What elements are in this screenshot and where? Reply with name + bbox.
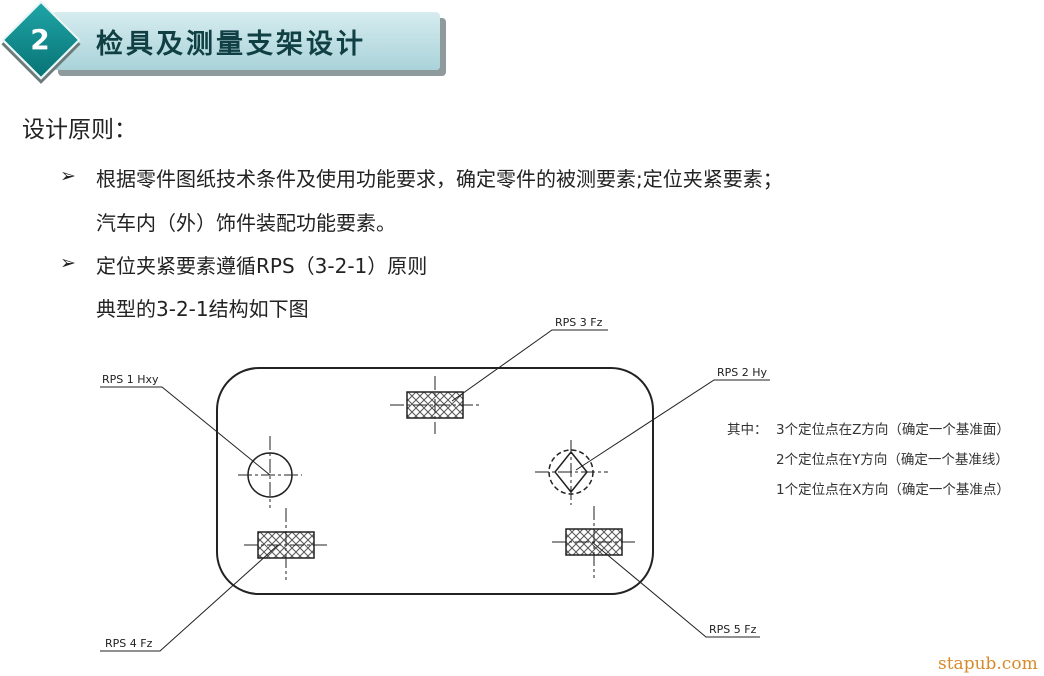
leader-rps5 xyxy=(591,541,760,638)
label-rps4: RPS 4 Fz xyxy=(105,637,153,650)
bullet-2-line-2: 典型的3-2-1结构如下图 xyxy=(96,297,309,321)
leader-rps3 xyxy=(451,329,608,402)
rps4-block xyxy=(244,508,328,580)
part-outline xyxy=(216,367,654,595)
section-header: 2 检具及测量支架设计 xyxy=(0,0,460,84)
bullet-arrow-icon: ➢ xyxy=(60,165,76,187)
watermark: stapub.com xyxy=(938,654,1038,674)
leader-rps1 xyxy=(100,386,271,476)
label-rps2: RPS 2 Hy xyxy=(717,366,768,379)
label-rps5: RPS 5 Fz xyxy=(709,623,757,636)
rps5-block xyxy=(552,506,636,578)
leader-rps2 xyxy=(575,379,770,471)
bullet-1-line-1: 根据零件图纸技术条件及使用功能要求，确定零件的被测要素;定位夹紧要素； xyxy=(96,167,783,191)
section-number: 2 xyxy=(30,23,50,56)
note-line-2: 2个定位点在Y方向（确定一个基准线） xyxy=(776,452,1009,468)
label-rps1: RPS 1 Hxy xyxy=(102,373,159,386)
label-rps3: RPS 3 Fz xyxy=(555,316,603,329)
note-line-3: 1个定位点在X方向（确定一个基准点） xyxy=(776,482,1010,498)
rps1-circle xyxy=(238,436,302,508)
rps3-block xyxy=(390,376,480,434)
header-band xyxy=(52,12,440,70)
leader-rps4 xyxy=(100,544,279,652)
rps2-diamond xyxy=(535,440,608,505)
bullet-2-line-1: 定位夹紧要素遵循RPS（3-2-1）原则 xyxy=(96,254,428,278)
section-label: 设计原则： xyxy=(22,117,137,143)
bullet-arrow-icon: ➢ xyxy=(60,252,76,274)
notes-prefix: 其中： xyxy=(727,422,768,438)
leader-lines xyxy=(100,329,770,652)
page-title: 检具及测量支架设计 xyxy=(96,29,366,60)
bullet-1-line-2: 汽车内（外）饰件装配功能要素。 xyxy=(96,211,396,235)
note-line-1: 3个定位点在Z方向（确定一个基准面） xyxy=(776,422,1010,438)
